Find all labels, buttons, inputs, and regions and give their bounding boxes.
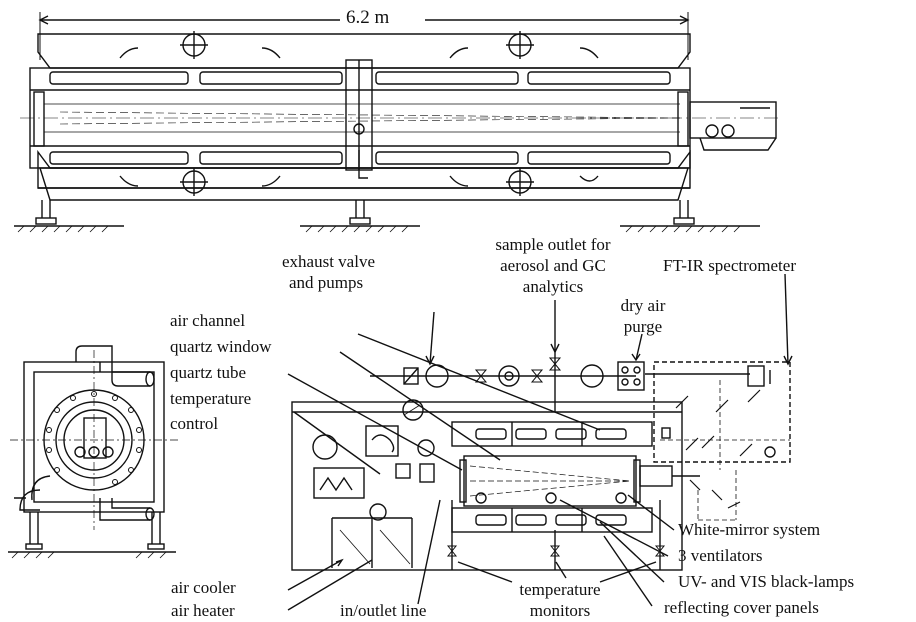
label-sample-outlet-line2: aerosol and GC — [500, 256, 606, 275]
label-and-pumps: and pumps — [289, 273, 364, 292]
dimension-label: 6.2 m — [342, 8, 394, 27]
label-temperature-monitors-line1: temperature — [519, 580, 601, 599]
label-temperature-control-line1: temperature — [170, 389, 252, 408]
label-white-mirror: White-mirror system — [678, 520, 821, 539]
label-reflecting-panels: reflecting cover panels — [664, 598, 819, 617]
label-dry-air: dry air — [620, 296, 666, 315]
label-air-cooler: air cooler — [171, 578, 236, 597]
label-temperature-monitors-line2: monitors — [529, 601, 591, 620]
label-air-channel: air channel — [170, 311, 246, 330]
label-ftir-spectrometer: FT-IR spectrometer — [663, 256, 796, 275]
label-sample-outlet-line3: analytics — [522, 277, 584, 296]
label-inlet-outlet-line: in/outlet line — [340, 601, 427, 620]
label-quartz-window: quartz window — [170, 337, 272, 356]
label-air-heater: air heater — [171, 601, 235, 620]
label-sample-outlet-line1: sample outlet for — [495, 235, 611, 254]
label-purge: purge — [623, 317, 663, 336]
label-uv-vis-lamps: UV- and VIS black-lamps — [678, 572, 855, 591]
schematic — [287, 273, 793, 611]
side-elevation — [14, 12, 780, 233]
cross-section — [8, 345, 180, 559]
label-ventilators: 3 ventilators — [678, 546, 763, 565]
label-exhaust-valve: exhaust valve — [282, 252, 375, 271]
label-temperature-control-line2: control — [170, 414, 219, 433]
label-quartz-tube: quartz tube — [170, 363, 246, 382]
